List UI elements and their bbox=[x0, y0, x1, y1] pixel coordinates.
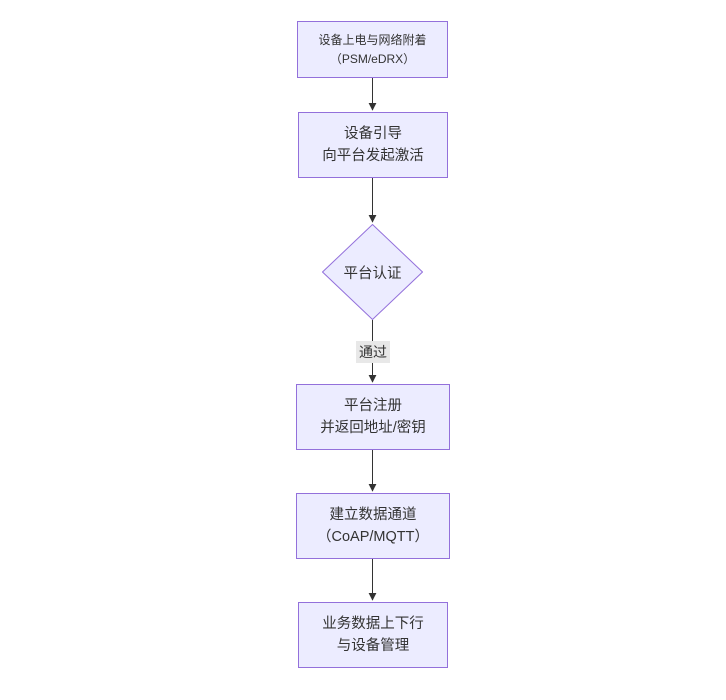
node-register-line2: 并返回地址/密钥 bbox=[320, 420, 426, 436]
node-bootstrap: 设备引导 向平台发起激活 bbox=[298, 112, 448, 178]
diamond-shape bbox=[322, 224, 423, 320]
node-bootstrap-line1: 设备引导 bbox=[344, 126, 402, 142]
node-register: 平台注册 并返回地址/密钥 bbox=[296, 384, 450, 450]
node-business: 业务数据上下行 与设备管理 bbox=[298, 602, 448, 668]
node-power-attach-line1: 设备上电与网络附着 bbox=[318, 32, 427, 47]
node-auth-label: 平台认证 bbox=[343, 265, 402, 282]
node-register-line1: 平台注册 bbox=[344, 398, 402, 414]
node-power-attach-line2: （PSM/eDRX） bbox=[329, 51, 416, 66]
node-business-line1: 业务数据上下行 bbox=[322, 616, 424, 632]
node-channel-line1: 建立数据通道 bbox=[329, 507, 417, 523]
node-bootstrap-line2: 向平台发起激活 bbox=[322, 148, 424, 164]
node-channel: 建立数据通道 （CoAP/MQTT） bbox=[296, 493, 450, 559]
edge-label-pass: 通过 bbox=[356, 341, 390, 363]
node-power-attach: 设备上电与网络附着 （PSM/eDRX） bbox=[297, 21, 448, 78]
node-auth-decision: 平台认证 bbox=[322, 224, 423, 320]
node-business-line2: 与设备管理 bbox=[336, 638, 410, 654]
diamond-polygon bbox=[322, 224, 423, 320]
node-channel-line2: （CoAP/MQTT） bbox=[317, 529, 429, 545]
